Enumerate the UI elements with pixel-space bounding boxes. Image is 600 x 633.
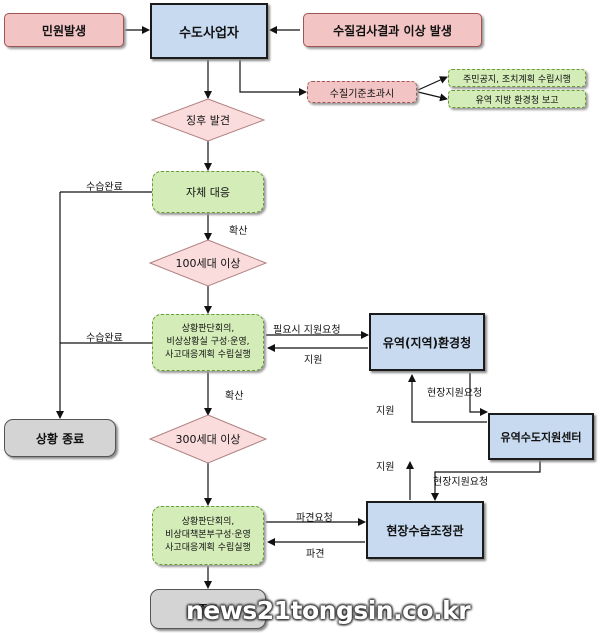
meeting1-line1: 상황판단회의, <box>181 324 235 334</box>
report-label: 유역 지방 환경청 보고 <box>475 95 559 106</box>
quality-test-box: 수질검사결과 이상 발생 <box>303 13 482 47</box>
resolved-label-2: 수습완료 <box>86 333 123 344</box>
meeting2-line1: 상황판단회의, <box>181 517 235 527</box>
symptom-diamond <box>150 98 266 142</box>
request-if-needed-label: 필요시 지원요청 <box>273 325 341 336</box>
symptom-label: 징후 발견 <box>186 114 230 127</box>
households-300-label: 300세대 이상 <box>176 433 241 446</box>
complaint-label: 민원발생 <box>41 23 87 38</box>
households-100-label: 100세대 이상 <box>176 257 241 270</box>
field-request-label-1: 현장지원요청 <box>427 388 483 399</box>
end-label: 종료 <box>197 603 219 616</box>
dispatch-label: 파견 <box>306 549 325 560</box>
support-label-2: 지원 <box>376 406 395 417</box>
support-label-1: 지원 <box>304 355 323 366</box>
water-utility-label: 수도사업자 <box>179 25 239 41</box>
end-box: 종료 <box>150 589 266 629</box>
complaint-box: 민원발생 <box>4 13 124 47</box>
regional-env-label: 유역(지역)환경청 <box>382 335 472 350</box>
self-response-box: 자체 대응 <box>152 171 264 213</box>
support-center-box: 유역수도지원센터 <box>488 413 594 460</box>
households-100-diamond <box>148 239 268 287</box>
spread-label-2: 확산 <box>225 391 244 402</box>
exceed-label: 수질기준초과시 <box>329 88 395 100</box>
meeting2-box: 상황판단회의, 비상대책본부구성·운영 사고대응계획 수립실행 <box>152 506 264 565</box>
dispatch-request-label: 파견요청 <box>296 513 333 524</box>
support-center-label: 유역수도지원센터 <box>500 430 582 444</box>
meeting1-line2: 비상상황실 구성·운영, <box>166 337 250 347</box>
support-label-3: 지원 <box>376 462 395 473</box>
field-coord-label: 현장수습조정관 <box>386 523 464 538</box>
regional-env-box: 유역(지역)환경청 <box>369 313 485 371</box>
spread-label-1: 확산 <box>229 226 248 237</box>
watermark-text: news21tongsin.co.kr <box>186 596 471 625</box>
report-box: 유역 지방 환경청 보고 <box>448 90 586 108</box>
meeting1-box: 상황판단회의, 비상상황실 구성·운영, 사고대응계획 수립실행 <box>152 314 264 371</box>
situation-end-label: 상황 종료 <box>35 431 85 446</box>
water-utility-box: 수도사업자 <box>150 3 268 59</box>
meeting1-line3: 사고대응계획 수립실행 <box>165 350 251 360</box>
situation-end-box: 상황 종료 <box>4 419 116 457</box>
self-response-label: 자체 대응 <box>186 186 230 199</box>
exceed-box: 수질기준초과시 <box>307 81 417 103</box>
field-request-label-2: 현장지원요청 <box>433 477 489 488</box>
quality-test-label: 수질검사결과 이상 발생 <box>333 23 452 38</box>
field-coord-box: 현장수습조정관 <box>366 501 484 559</box>
notice-label: 주민공지, 조치계획 수립시행 <box>463 74 571 85</box>
resolved-label-1: 수습완료 <box>86 182 123 193</box>
households-300-diamond <box>148 414 268 464</box>
notice-box: 주민공지, 조치계획 수립시행 <box>448 69 586 87</box>
meeting2-line2: 비상대책본부구성·운영 <box>165 530 251 540</box>
meeting2-line3: 사고대응계획 수립실행 <box>165 543 251 553</box>
